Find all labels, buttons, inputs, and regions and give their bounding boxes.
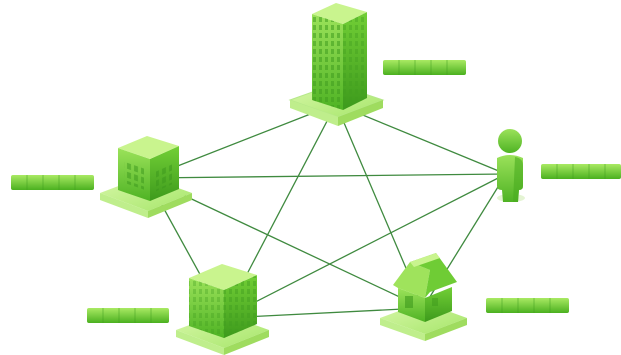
label-bar-person — [541, 164, 621, 179]
node-person — [497, 129, 525, 202]
house-platform-edge-right — [425, 318, 467, 341]
node-house — [380, 253, 467, 341]
connection-small-office-person — [146, 173, 507, 179]
small-office-platform-edge-right — [148, 193, 192, 218]
label-bar-house — [486, 298, 569, 313]
label-bar-small-office — [11, 175, 94, 190]
label-bar-tower — [383, 60, 466, 75]
connection-office-block-house — [223, 307, 424, 319]
person-icon — [497, 129, 523, 202]
small-office-platform-edge — [100, 193, 148, 218]
connection-person-office-block — [223, 173, 507, 319]
office-block-platform-edge-right — [224, 330, 269, 355]
label-bars — [11, 60, 621, 323]
node-office-tower — [288, 3, 385, 126]
connection-small-office-house — [146, 177, 424, 309]
office-block-icon — [189, 264, 257, 338]
connection-office-tower-person — [335, 103, 507, 175]
house-platform-edge — [380, 318, 425, 341]
node-small-office — [100, 136, 192, 218]
tower-platform-edge-right — [338, 100, 383, 126]
office-block-platform-edge — [176, 330, 224, 355]
house-icon — [393, 253, 457, 322]
node-office-block — [176, 264, 269, 355]
tower-building-icon — [312, 3, 367, 110]
label-bar-office-block — [87, 308, 169, 323]
tower-platform-edge — [290, 100, 338, 126]
small-office-building-icon — [118, 136, 179, 201]
